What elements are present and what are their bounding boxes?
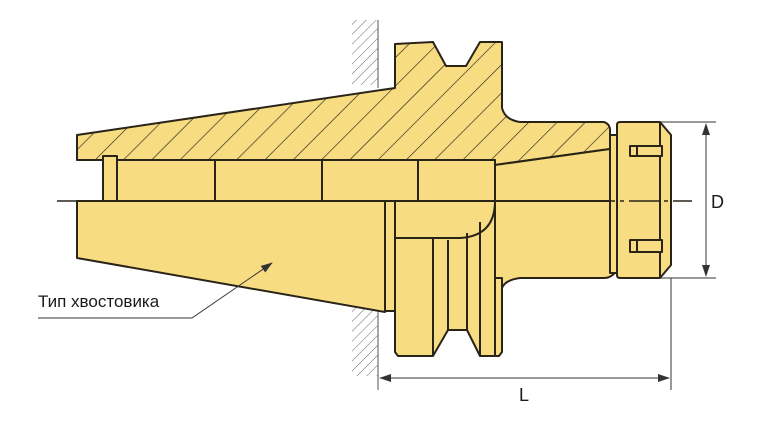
shank-leader xyxy=(38,262,273,319)
dimension-d xyxy=(660,121,716,279)
drive-slot xyxy=(102,155,118,202)
shank-type-label: Тип хвостовика xyxy=(38,292,160,311)
length-label: L xyxy=(519,385,530,405)
spindle-wall xyxy=(352,20,379,390)
dimension-l xyxy=(379,278,672,390)
diameter-label: D xyxy=(711,192,724,212)
